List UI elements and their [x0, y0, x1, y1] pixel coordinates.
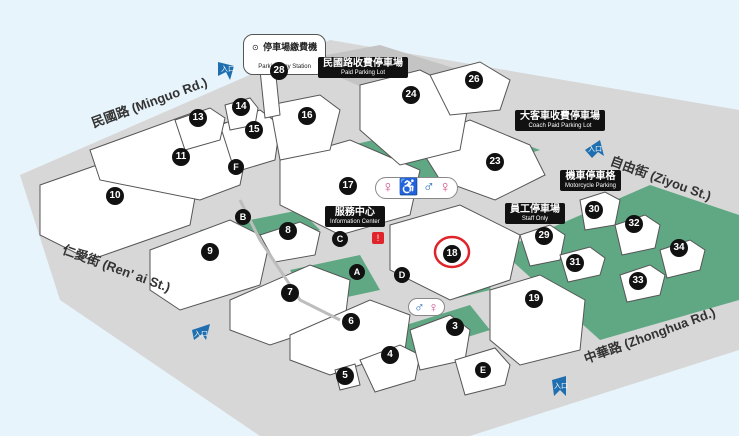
building-marker-23[interactable]: 23 [486, 153, 504, 171]
entrance-label-nw: 入口 [221, 66, 235, 73]
female-restroom-icon-south: ♀ [428, 299, 439, 315]
building-marker-15[interactable]: 15 [245, 121, 263, 139]
building-marker-14[interactable]: 14 [232, 98, 250, 116]
building-marker-9[interactable]: 9 [201, 243, 219, 261]
entrance-label-ne: 入口 [588, 146, 602, 153]
paid-parking-en: Paid Parking Lot [340, 69, 386, 76]
building-19 [489, 274, 586, 366]
highlight-circle [433, 235, 471, 269]
info-center-tag: 服務中心 Information Center [325, 206, 385, 227]
building-marker-16[interactable]: 16 [298, 107, 316, 125]
coach-parking-cn: 大客車收費停車場 [520, 111, 600, 122]
entrance-label-sw: 入口 [194, 331, 208, 338]
entrance-arrows [192, 62, 604, 396]
building-marker-29[interactable]: 29 [535, 227, 553, 245]
staff-parking-tag: 員工停車場 Staff Only [505, 203, 565, 224]
building-marker-19[interactable]: 19 [525, 290, 543, 308]
zone-marker-D[interactable]: D [394, 267, 410, 283]
paid-parking-tag: 民國路收費停車場 Paid Parking Lot [318, 57, 408, 78]
building-marker-3[interactable]: 3 [446, 318, 464, 336]
coach-parking-en: Coach Paid Parking Lot [528, 122, 592, 129]
building-29 [519, 224, 566, 267]
building-marker-33[interactable]: 33 [629, 272, 647, 290]
building-marker-34[interactable]: 34 [670, 239, 688, 257]
building-marker-17[interactable]: 17 [339, 177, 357, 195]
building-marker-28[interactable]: 28 [270, 62, 288, 80]
building-marker-7[interactable]: 7 [281, 284, 299, 302]
building-26 [429, 61, 511, 116]
building-16 [269, 94, 341, 161]
building-13 [174, 107, 226, 151]
building-marker-32[interactable]: 32 [625, 215, 643, 233]
entrance-label-se: 入口 [554, 383, 568, 390]
building-marker-10[interactable]: 10 [106, 187, 124, 205]
building-marker-30[interactable]: 30 [585, 201, 603, 219]
zone-marker-B[interactable]: B [235, 209, 251, 225]
zone-marker-C[interactable]: C [332, 231, 348, 247]
pay-station-cn: 停車場繳費機 [263, 42, 318, 52]
zone-marker-A[interactable]: A [349, 264, 365, 280]
fire-extinguisher-icon: ! [372, 232, 384, 244]
building-marker-18[interactable]: 18 [443, 245, 461, 263]
zone-marker-E[interactable]: E [475, 362, 491, 378]
staff-parking-en: Staff Only [521, 215, 549, 222]
building-9 [149, 219, 271, 311]
info-center-en: Information Center [330, 218, 380, 225]
facility-callout-south: ♂ ♀ [408, 298, 445, 316]
zone-marker-F[interactable]: F [228, 159, 244, 175]
moto-parking-tag: 機車停車格 Motorcycle Parking [560, 170, 622, 191]
building-marker-13[interactable]: 13 [189, 109, 207, 127]
building-marker-31[interactable]: 31 [566, 254, 584, 272]
building-marker-26[interactable]: 26 [465, 71, 483, 89]
male-restroom-icon-south: ♂ [414, 299, 425, 315]
building-marker-24[interactable]: 24 [402, 86, 420, 104]
nursing-room-icon: ♀ [382, 179, 394, 196]
facility-callout-north: ♀ ♿ ♂ ♀ [375, 177, 459, 199]
building-marker-8[interactable]: 8 [279, 222, 297, 240]
paid-parking-cn: 民國路收費停車場 [323, 58, 403, 69]
entrance-arrow-ne [585, 140, 604, 158]
building-marker-6[interactable]: 6 [342, 313, 360, 331]
female-restroom-icon: ♀ [439, 179, 452, 196]
male-restroom-icon: ♂ [422, 179, 435, 196]
entrance-arrow-sw [192, 324, 210, 340]
entrance-arrow-se [552, 376, 566, 396]
entrance-arrow-nw [218, 62, 234, 80]
moto-parking-cn: 機車停車格 [565, 171, 616, 182]
staff-parking-cn: 員工停車場 [510, 204, 560, 215]
building-marker-5[interactable]: 5 [336, 367, 354, 385]
accessible-icon: ♿ [398, 179, 419, 196]
building-marker-4[interactable]: 4 [381, 346, 399, 364]
pay-station-icon: ⊙ [252, 43, 259, 52]
moto-parking-en: Motorcycle Parking [565, 182, 617, 189]
building-marker-11[interactable]: 11 [172, 148, 190, 166]
coach-parking-tag: 大客車收費停車場 Coach Paid Parking Lot [515, 110, 605, 131]
info-center-cn: 服務中心 [334, 207, 375, 218]
